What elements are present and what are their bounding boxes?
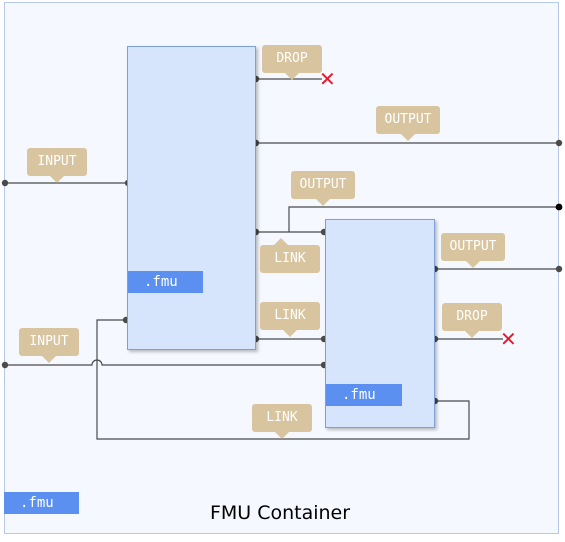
label-drop-right: DROP <box>442 303 502 338</box>
drop-marker-icon: ✕ <box>500 327 517 351</box>
container-caption: FMU Container <box>209 502 351 524</box>
label-input-lower: INPUT <box>19 328 79 363</box>
fmu-tag-1: .fmu <box>128 271 203 293</box>
wire-link-bottom <box>96 319 470 440</box>
label-output-top: OUTPUT <box>376 106 440 141</box>
drop-marker-icon: ✕ <box>319 67 336 91</box>
label-output-right: OUTPUT <box>441 233 505 268</box>
label-input-left: INPUT <box>27 148 87 183</box>
fmu-tag-2: .fmu <box>326 384 402 406</box>
fmu-block-2[interactable]: .fmu <box>325 219 435 428</box>
wire-output-mid <box>288 206 559 232</box>
label-link-upper: LINK <box>260 238 320 273</box>
fmu-block-1[interactable]: .fmu <box>127 46 256 350</box>
container-fmu-tag: .fmu <box>4 492 79 514</box>
label-output-mid: OUTPUT <box>291 171 355 206</box>
label-link-bottom: LINK <box>252 404 312 439</box>
label-link-lower: LINK <box>260 302 320 337</box>
label-drop-top: DROP <box>262 45 322 80</box>
